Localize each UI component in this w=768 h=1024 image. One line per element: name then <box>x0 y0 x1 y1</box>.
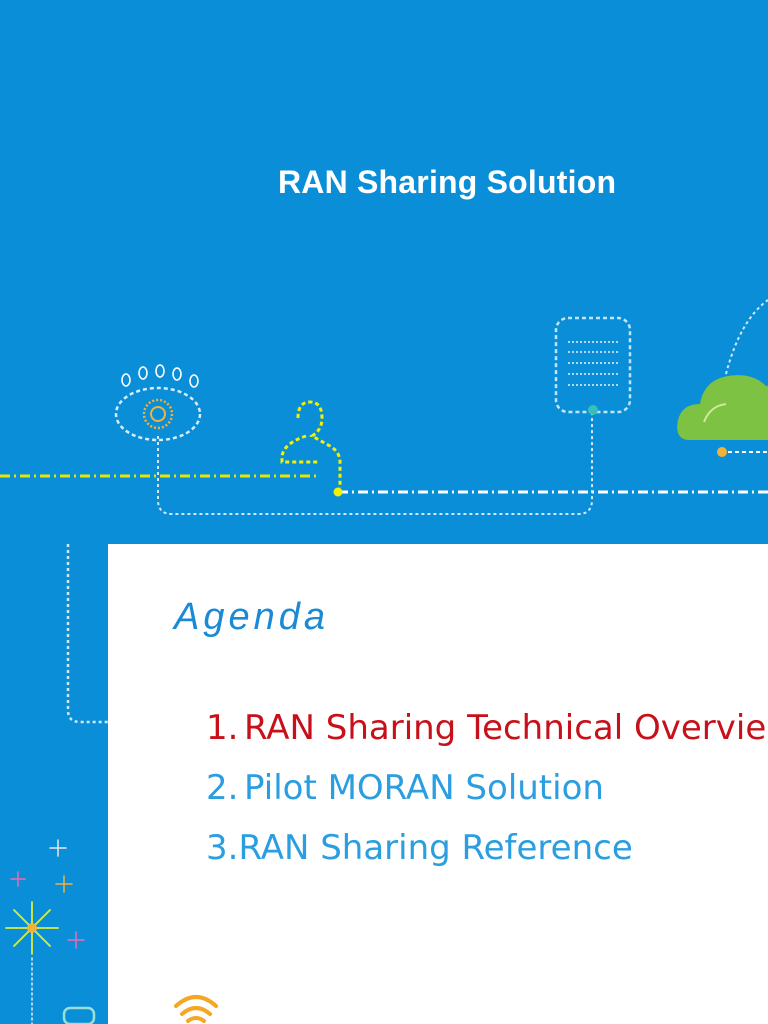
server-icon <box>554 316 632 415</box>
person-icon <box>280 400 342 488</box>
agenda-item-label: RAN Sharing Reference <box>238 828 633 868</box>
agenda-item-number: 1. <box>206 708 239 748</box>
sparkle-decoration <box>5 839 96 1024</box>
agenda-heading: Agenda <box>174 596 330 638</box>
cloud-icon <box>677 299 768 457</box>
agenda-item-1[interactable]: 1. RAN Sharing Technical Overvie <box>206 708 768 768</box>
eye-icon <box>114 364 202 442</box>
junction-dot <box>333 487 343 497</box>
slide-title: RAN Sharing Solution <box>278 164 617 200</box>
agenda-item-label: RAN Sharing Technical Overvie <box>244 708 767 748</box>
agenda-item-number: 2. <box>206 768 239 808</box>
agenda-item-3[interactable]: 3. RAN Sharing Reference <box>206 828 768 888</box>
agenda-item-label: Pilot MORAN Solution <box>244 768 604 808</box>
agenda-item-number: 3. <box>206 828 239 868</box>
agenda-panel <box>108 544 768 1024</box>
agenda-item-2[interactable]: 2. Pilot MORAN Solution <box>206 768 768 828</box>
agenda-list: 1. RAN Sharing Technical Overvie 2. Pilo… <box>206 708 768 888</box>
